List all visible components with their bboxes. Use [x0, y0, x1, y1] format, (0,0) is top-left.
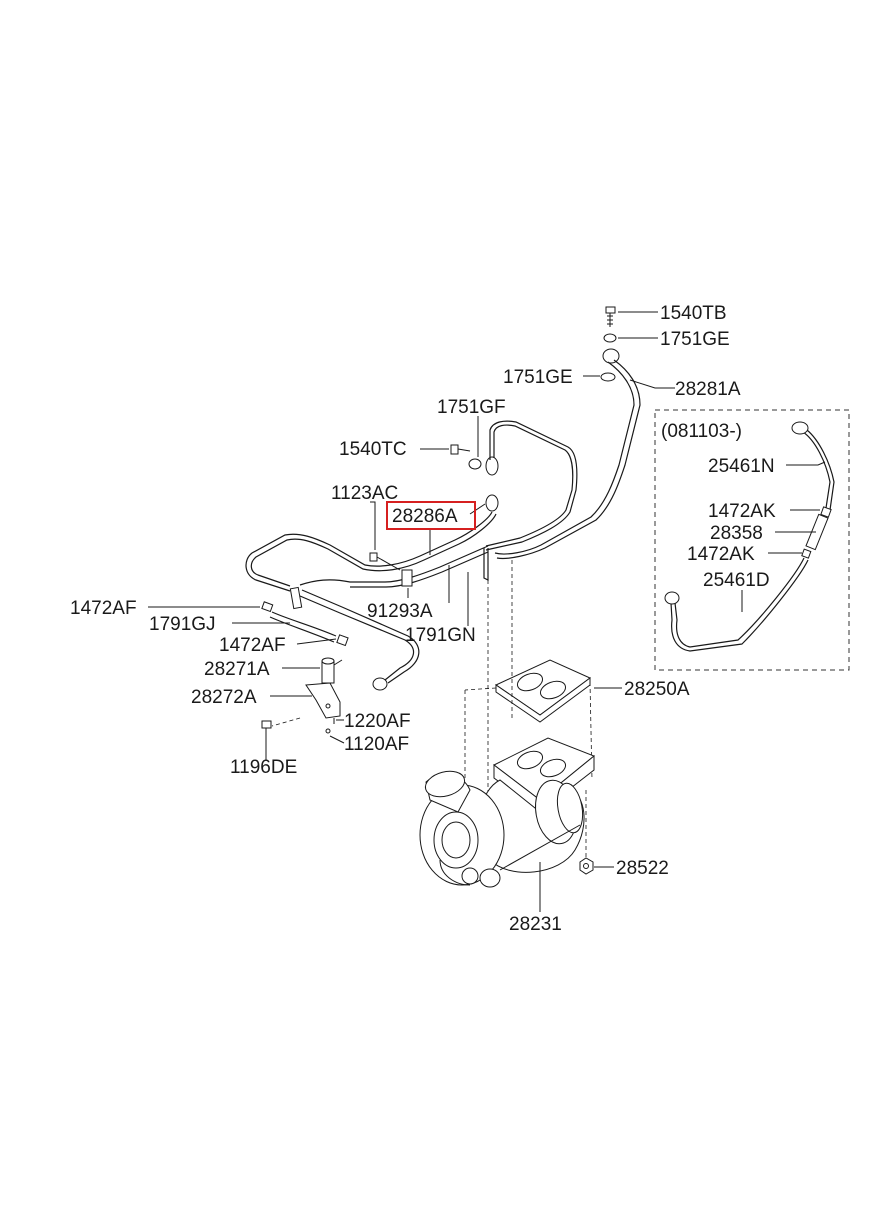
label-28281a: 28281A: [675, 379, 741, 400]
banjo-fitting-mid: [485, 456, 499, 476]
label-25461d: 25461D: [703, 570, 770, 591]
label-1472ak-a: 1472AK: [708, 501, 776, 522]
part-labels: 1540TB 1751GE 1751GE 28281A 1751GF 1540T…: [70, 303, 776, 935]
label-1791gj: 1791GJ: [149, 614, 216, 635]
label-1220af: 1220AF: [344, 711, 411, 732]
clamp-91293a: [401, 569, 413, 587]
hose-1791gj: [271, 611, 337, 637]
label-1751gf: 1751GF: [437, 397, 506, 418]
label-91293a: 91293A: [367, 601, 433, 622]
bolt-1123ac: [369, 552, 401, 571]
bolt-1540tc: [450, 444, 471, 455]
bracket-28272a: [305, 682, 341, 719]
label-1123ac: 1123AC: [331, 483, 398, 504]
highlight-box: [386, 501, 476, 530]
label-28286a: 28286A: [392, 506, 458, 527]
top-washer-1751ge: [603, 333, 617, 343]
label-1120af: 1120AF: [344, 734, 409, 755]
bolt-1196de: [261, 720, 272, 748]
label-28231: 28231: [509, 914, 562, 935]
label-1540tc: 1540TC: [339, 439, 407, 460]
label-1472af-a: 1472AF: [70, 598, 137, 619]
clamp-1472af-a: [261, 601, 274, 613]
label-25461n: 25461N: [708, 456, 775, 477]
label-1791gn: 1791GN: [405, 625, 476, 646]
turbocharger-28231: [419, 737, 595, 888]
top-bolt-1540tb: [605, 306, 616, 327]
label-1751ge-mid: 1751GE: [503, 367, 573, 388]
oil-pipe-28281a: [496, 359, 641, 560]
label-1196de: 1196DE: [230, 757, 297, 778]
mid-washer-1751ge: [600, 372, 616, 382]
variant-box: [654, 409, 850, 671]
label-1472af-b: 1472AF: [219, 635, 286, 656]
banjo-fitting-top: [602, 348, 620, 364]
label-28250a: 28250A: [624, 679, 690, 700]
valve-28271a: [321, 657, 343, 684]
label-1472ak-b: 1472AK: [687, 544, 755, 565]
washer-1751gf: [468, 458, 482, 470]
variant-note: (081103-): [661, 421, 742, 442]
label-28271a: 28271A: [204, 659, 270, 680]
variant-hose-assembly: [664, 421, 835, 652]
leader-lines: [148, 311, 826, 912]
label-1751ge-top: 1751GE: [660, 329, 730, 350]
clamp-1472af-b: [336, 634, 349, 647]
nut-28522: [579, 857, 594, 875]
label-28358: 28358: [710, 523, 763, 544]
label-28272a: 28272A: [191, 687, 257, 708]
oil-feed-pipe-28286a: [245, 511, 493, 592]
label-1540tb: 1540TB: [660, 303, 727, 324]
gasket-28250a: [494, 659, 591, 723]
label-28522: 28522: [616, 858, 669, 879]
